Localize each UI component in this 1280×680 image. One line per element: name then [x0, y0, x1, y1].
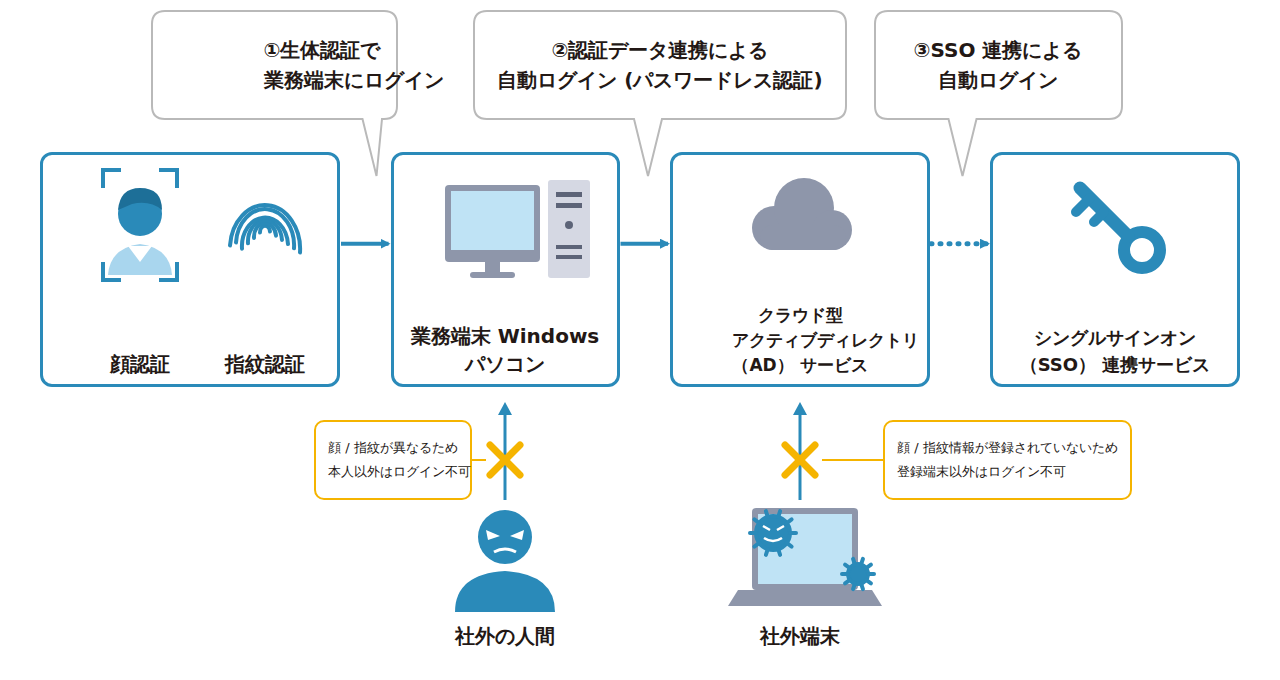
sso-box: シングルサインオン（SSO） 連携サービス	[990, 152, 1240, 387]
face-collar	[128, 246, 152, 262]
fingerprint-icon	[230, 205, 300, 252]
node-text: シングルサインオン（SSO） 連携サービス	[1020, 324, 1211, 378]
speech-bubble	[151, 10, 398, 120]
virus-icon	[750, 511, 874, 589]
flow-arrow	[931, 241, 988, 246]
intruder-mouth	[494, 549, 516, 552]
device-box: 業務端末 Windows パソコン	[391, 152, 620, 387]
figure-label: 社外端末	[760, 622, 840, 650]
monitor-stand	[485, 262, 500, 272]
step-callout: ①生体認証で 業務端末にログイン	[151, 10, 398, 120]
virus-face	[763, 526, 784, 541]
node-text: 指紋認証	[225, 350, 306, 378]
node-text: ③SSO 連携による 自動ログイン	[914, 35, 1083, 95]
face-hair	[118, 188, 162, 210]
pc-tower	[548, 180, 590, 278]
key-icon	[1076, 188, 1160, 268]
node-text: 顔認証	[110, 350, 171, 378]
laptop-screen	[752, 508, 858, 590]
node-text: ②認証データ連携による 自動ログイン (パスワードレス認証)	[497, 35, 823, 95]
node-text: 顔 / 指紋情報が登録されていないため 登録端末以外はログイン不可	[897, 436, 1118, 484]
step-callout: ②認証データ連携による 自動ログイン (パスワードレス認証)	[473, 10, 847, 120]
speech-bubble	[473, 10, 847, 120]
flow-arrow	[621, 242, 669, 246]
face-icon	[103, 170, 177, 280]
monitor-base	[470, 272, 515, 278]
tower-slots	[556, 192, 582, 259]
face-body	[108, 244, 172, 275]
node-text: 業務端末 Windows パソコン	[411, 322, 600, 378]
warning-callout: 顔 / 指紋情報が登録されていないため 登録端末以外はログイン不可	[883, 420, 1132, 500]
cloud-ad-box: クラウド型 アクティブディレクトリ（AD） サービス	[670, 152, 930, 387]
step-callout: ③SSO 連携による 自動ログイン	[874, 10, 1123, 120]
flow-arrow	[341, 242, 389, 246]
node-text: クラウド型 アクティブディレクトリ（AD） サービス	[732, 303, 868, 378]
screen	[451, 191, 534, 250]
cloud-icon	[752, 178, 852, 250]
node-text: 顔 / 指紋が異なるため 本人以外はログイン不可	[328, 436, 458, 484]
auth-method-box: 顔認証 指紋認証	[40, 152, 340, 387]
node-text: ①生体認証で 業務端末にログイン	[264, 35, 285, 95]
intruder-body	[455, 571, 555, 612]
blocked-arrow	[490, 402, 815, 500]
warning-callout: 顔 / 指紋が異なるため 本人以外はログイン不可	[314, 420, 472, 500]
figure-label: 社外の人間	[455, 622, 555, 650]
intruder-head	[478, 510, 532, 564]
callout-leader	[472, 459, 883, 461]
laptop-base	[728, 590, 882, 606]
intruder-eyes	[486, 530, 524, 540]
speech-bubble	[874, 10, 1123, 120]
monitor	[445, 185, 540, 262]
